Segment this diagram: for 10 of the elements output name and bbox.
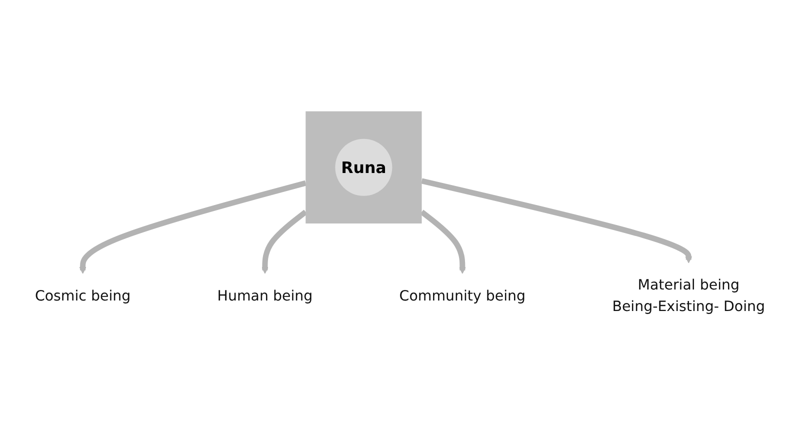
node-text: Material being Being-Existing- Doing [612, 277, 766, 316]
node-text: Community being [399, 288, 526, 305]
node-circle: Runa [335, 139, 392, 196]
arrow [79, 180, 306, 274]
arrow [262, 210, 308, 274]
arrow [420, 210, 466, 274]
cluster [306, 112, 422, 224]
node-text: Human being [217, 288, 313, 305]
arrow [421, 178, 692, 264]
node-text: Cosmic being [34, 288, 131, 305]
